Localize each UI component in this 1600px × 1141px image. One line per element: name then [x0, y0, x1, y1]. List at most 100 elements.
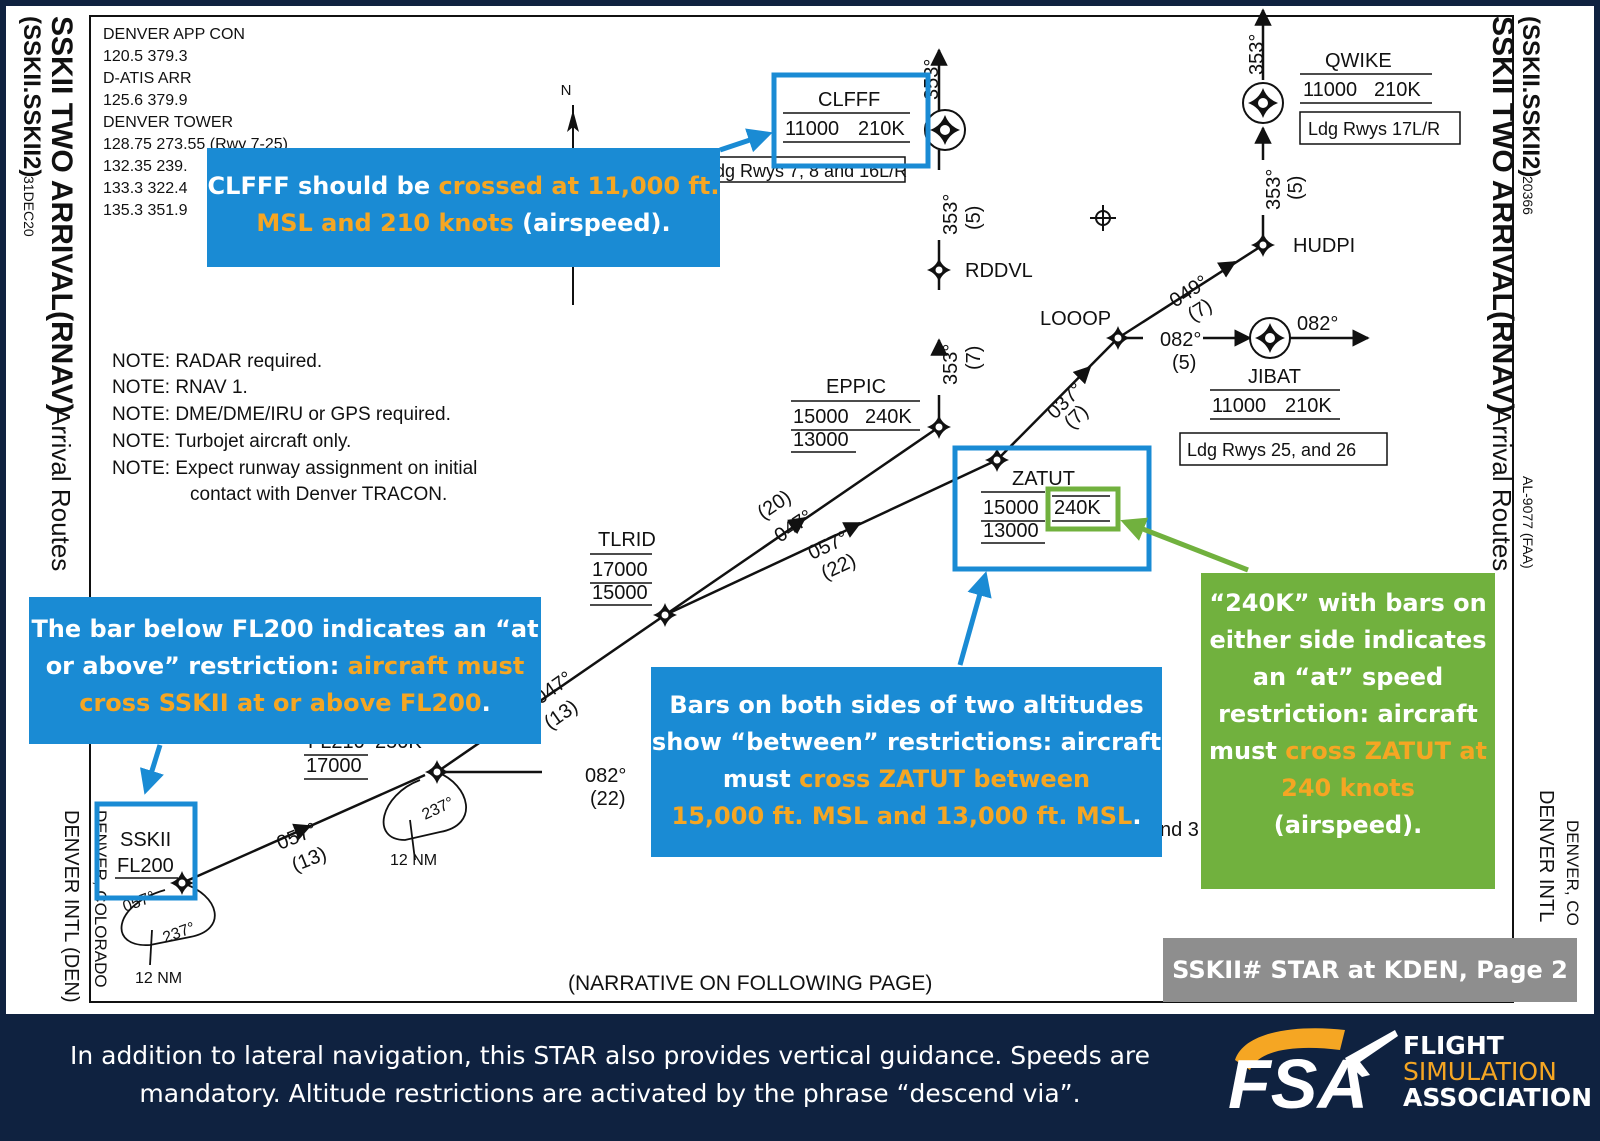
hold2-distance: 12 NM [135, 970, 182, 987]
callout-text: show “between” restrictions: aircraft [651, 728, 1162, 756]
callout-text: must [1208, 737, 1286, 765]
leg-course: 082° [1160, 329, 1201, 351]
callout-highlight: 15,000 ft. MSL and 13,000 ft. MSL [671, 802, 1133, 830]
sskii-callout: The bar below FL200 indicates an “at or … [29, 597, 541, 744]
hold1-distance: 12 NM [390, 852, 437, 869]
sskii-alt: FL200 [117, 855, 174, 877]
footer-line: mandatory. Altitude restrictions are act… [139, 1079, 1081, 1108]
leg-distance: (7) [963, 346, 985, 370]
speed-pointer [1120, 517, 1249, 573]
brand-line-3: ASSOCIATION [1403, 1083, 1593, 1112]
airport-right: DENVER INTL [1535, 790, 1557, 922]
navaid-icon [1090, 205, 1116, 231]
city-right: DENVER, CO [1563, 820, 1582, 926]
callout-text: or above” restriction: [45, 652, 348, 680]
clfff-callout: CLFFF should be crossed at 11,000 ft. MS… [207, 148, 720, 267]
chart-code-right: (SSKII.SSKII2) [1517, 16, 1544, 177]
callout-text: (airspeed). [513, 209, 671, 237]
qwike-runways: Ldg Rwys 17L/R [1308, 119, 1440, 139]
clfff-pointer [719, 128, 773, 153]
chart-number: 20366 [1520, 176, 1536, 215]
freq-line: DENVER TOWER [103, 114, 233, 131]
leg-course: 353° [1263, 169, 1285, 210]
qwike-speed: 210K [1374, 79, 1421, 101]
right-title-block: (SSKII.SSKII2) 20366 SSKII TWO ARRIVAL(R… [1486, 16, 1544, 571]
callout-text: CLFFF should be [207, 172, 439, 200]
zatut-highlight [952, 445, 1152, 572]
fsa-logo-icon: FSA [1228, 1028, 1398, 1123]
partial-runway-text: nd 3 [1160, 819, 1199, 841]
jibat-flyover-icon [1249, 317, 1291, 359]
chart-title-right: SSKII TWO ARRIVAL(RNAV) [1486, 16, 1519, 414]
leg-distance: (5) [1172, 352, 1196, 374]
callout-highlight: MSL and 210 knots [256, 209, 514, 237]
airport: DENVER INTL (DEN) [60, 810, 82, 1003]
notes: NOTE: RADAR required. NOTE: RNAV 1. NOTE… [112, 351, 477, 505]
leg-course: 082° [1297, 313, 1338, 335]
note-line: NOTE: RNAV 1. [112, 377, 248, 398]
tlrid-alt-bottom: 15000 [592, 582, 648, 604]
footer-line: In addition to lateral navigation, this … [69, 1041, 1151, 1070]
hudpi-name: HUDPI [1293, 235, 1355, 257]
jibat-speed: 210K [1285, 395, 1332, 417]
mid-alt-bottom: 17000 [306, 755, 362, 777]
tlrid-name: TLRID [598, 529, 656, 551]
note-line: contact with Denver TRACON. [190, 484, 447, 505]
jibat-alt: 11000 [1212, 395, 1266, 417]
note-line: NOTE: Expect runway assignment on initia… [112, 458, 477, 479]
qwike-name: QWIKE [1325, 50, 1392, 72]
freq-line: DENVER APP CON [103, 26, 245, 43]
leg-course: 353° [940, 344, 962, 385]
zatut-pointer [957, 571, 992, 666]
leg-course: 353° [1246, 34, 1268, 75]
freq-line: 133.3 322.4 [103, 180, 188, 197]
leg-course: 353° [940, 194, 962, 235]
eppic-alt-top: 15000 [793, 406, 849, 428]
clfff-speed: 210K [858, 118, 905, 140]
jibat-name: JIBAT [1248, 366, 1301, 388]
eppic-name: EPPIC [826, 376, 886, 398]
right-airport-block: DENVER INTL DENVER, CO [1535, 790, 1582, 926]
eppic-alt-bottom: 13000 [793, 429, 849, 451]
narrative-note: (NARRATIVE ON FOLLOWING PAGE) [568, 972, 932, 995]
zatut-alt-bottom: 13000 [983, 520, 1039, 542]
callout-highlight: aircraft must [347, 652, 525, 680]
looop-name: LOOOP [1040, 308, 1111, 330]
callout-text: must [722, 765, 800, 793]
callout-text: an “at” speed [1252, 663, 1444, 691]
sskii-highlight [94, 801, 198, 901]
zatut-callout: Bars on both sides of two altitudes show… [651, 667, 1162, 857]
callout-text: (airspeed). [1273, 811, 1423, 839]
tlrid-alt-top: 17000 [592, 559, 648, 581]
zatut-speed: 240K [1054, 497, 1101, 519]
zatut-alt-top: 15000 [983, 497, 1039, 519]
callout-text: . [1132, 802, 1142, 830]
sskii-pointer [140, 744, 164, 795]
qwike-alt: 11000 [1303, 79, 1357, 101]
note-line: NOTE: DME/DME/IRU or GPS required. [112, 404, 451, 425]
hold-sskii [120, 882, 216, 946]
hold-mid [382, 771, 467, 841]
callout-text: “240K” with bars on [1209, 589, 1487, 617]
speed-callout: “240K” with bars on either side indicate… [1201, 573, 1495, 889]
footer-text: In addition to lateral navigation, this … [40, 1037, 1180, 1113]
chart-title: SSKII TWO ARRIVAL(RNAV) [45, 16, 78, 414]
left-title-block: SSKII TWO ARRIVAL(RNAV) Arrival Routes (… [18, 16, 78, 571]
eppic-speed: 240K [865, 406, 912, 428]
chart-code: (SSKII.SSKII2) [18, 16, 45, 177]
qwike-flyover-icon [1242, 82, 1284, 124]
north-label: N [561, 82, 572, 99]
freq-line: 135.3 351.9 [103, 202, 188, 219]
callout-highlight: cross SSKII at or above FL200 [79, 689, 482, 717]
callout-highlight: 240 knots [1281, 774, 1415, 802]
chart-subtitle-right: Arrival Routes [1487, 408, 1517, 571]
freq-line: 132.35 239. [103, 158, 188, 175]
note-line: NOTE: Turbojet aircraft only. [112, 431, 351, 452]
clfff-name: CLFFF [818, 89, 880, 111]
callout-highlight: cross ZATUT at [1285, 737, 1488, 765]
leg-course: 082° [585, 765, 626, 787]
chart-subtitle: Arrival Routes [46, 408, 76, 571]
leg-course: 353° [921, 59, 943, 100]
callout-text: Bars on both sides of two altitudes [669, 691, 1144, 719]
